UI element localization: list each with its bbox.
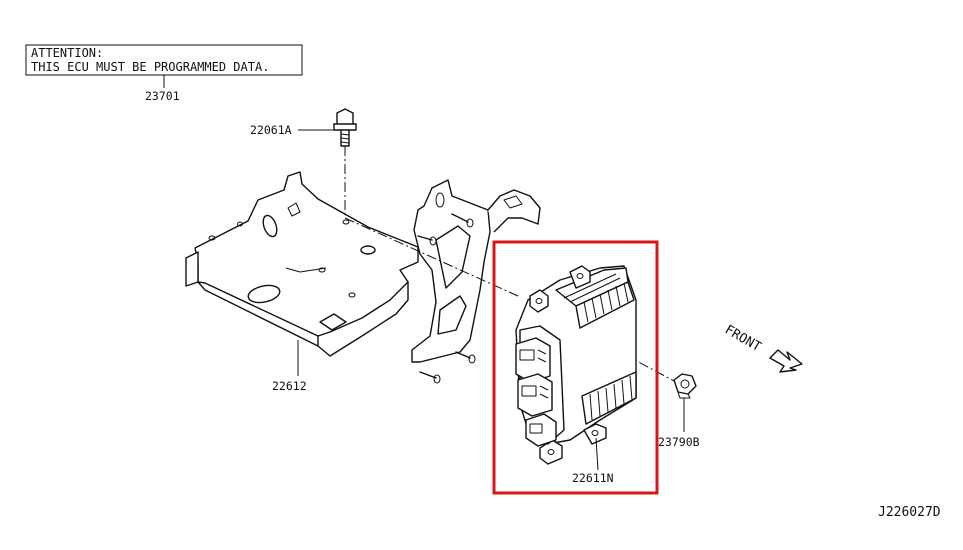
front-arrow-icon [769,349,803,373]
alignment-line-bolt [344,217,519,297]
part-number-ecu[interactable]: 22611N [572,471,614,485]
attention-note-line2: THIS ECU MUST BE PROGRAMMED DATA. [31,60,269,74]
leader-line-ecu [595,437,599,471]
part-number-bolt[interactable]: 22061A [250,123,292,137]
attention-note-line1: ATTENTION: [31,46,103,60]
part-number-nut[interactable]: 23790B [658,435,700,449]
ecu-part [515,265,637,465]
part-number-bracket[interactable]: 22612 [272,379,307,393]
nut-part [673,373,697,399]
ecu-highlight-box [492,240,659,495]
front-direction-label: FRONT [722,322,764,355]
attention-note: ATTENTION: THIS ECU MUST BE PROGRAMMED D… [25,44,303,88]
part-number-note[interactable]: 23701 [145,89,180,103]
bracket-part [185,171,541,384]
diagram-code: J226027D [878,505,941,520]
bolt-part [333,108,357,218]
